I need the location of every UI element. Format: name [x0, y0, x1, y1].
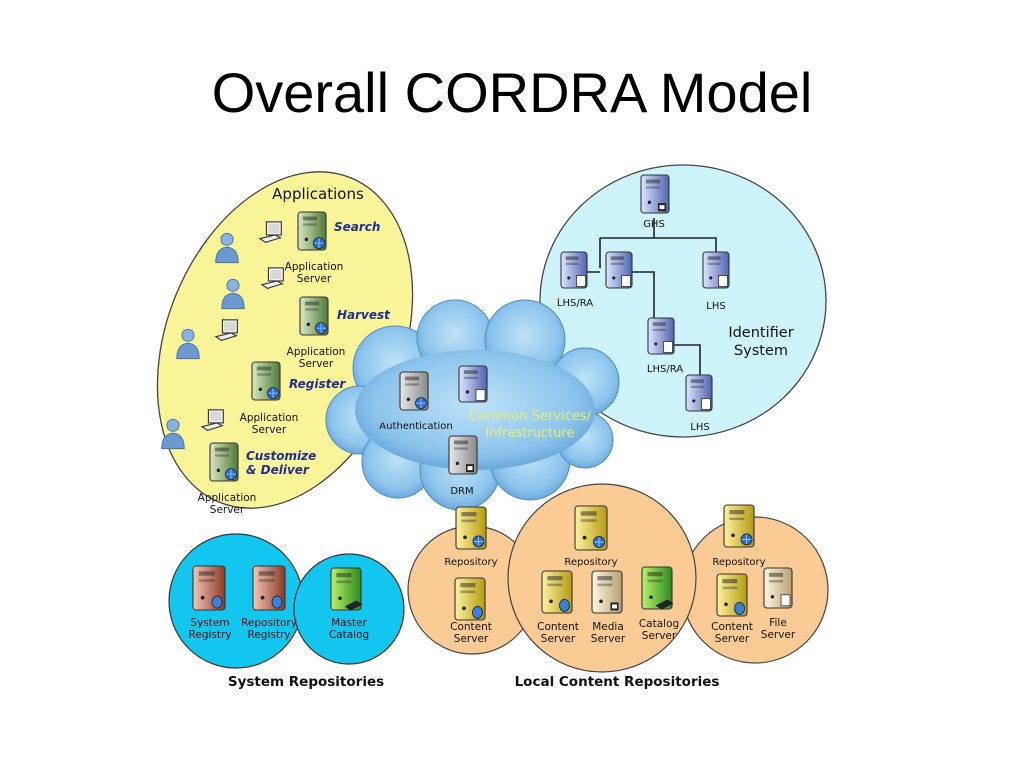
catalog-server-label: Catalog — [639, 618, 679, 630]
lhs-ra-label: LHS/RA — [557, 298, 593, 309]
common-services-cloud — [325, 299, 620, 511]
identifier-system-heading: Identifier — [728, 325, 793, 341]
media-server-label: Server — [591, 633, 626, 645]
ghs-server-icon — [640, 174, 670, 214]
catalog-server-icon — [641, 566, 674, 610]
file-server-label: File — [769, 617, 787, 629]
application-server-icon — [251, 361, 281, 401]
application-server-icon — [297, 211, 327, 251]
application-server-label: Application — [240, 412, 299, 424]
repository-registry-label: Repository — [241, 617, 297, 629]
lhs-server-icon — [702, 251, 730, 289]
drm-label: DRM — [450, 486, 473, 497]
content-server-label: Content — [537, 621, 579, 633]
repository-server-icon — [723, 504, 755, 548]
repository-label: Repository — [564, 557, 617, 568]
repository-registry-label: Registry — [248, 629, 291, 641]
catalog-server-label: Server — [642, 630, 677, 642]
ghs-label: GHS — [643, 219, 665, 230]
media-server-icon — [591, 570, 623, 614]
authentication-label: Authentication — [379, 421, 452, 432]
application-server-label: Server — [210, 504, 245, 516]
applications-heading: Applications — [272, 185, 364, 203]
master-catalog-label: Catalog — [329, 629, 369, 641]
app-action-label-3: & Deliver — [246, 463, 310, 477]
content-server-icon — [454, 577, 486, 621]
application-server-label: Application — [287, 346, 346, 358]
app-action-label-1: Harvest — [337, 308, 391, 322]
application-server-label: Server — [297, 273, 332, 285]
repository-registry-server-icon — [252, 565, 286, 611]
repository-label: Repository — [712, 557, 765, 568]
repository-server-icon — [455, 506, 487, 550]
application-server-label: Server — [299, 358, 334, 370]
content-server-label: Server — [541, 633, 576, 645]
lhs-ra-server-icon — [647, 317, 675, 355]
lhs-label: LHS — [706, 301, 725, 312]
media-server-label: Media — [592, 621, 624, 633]
system-registry-label: System — [190, 617, 229, 629]
system-registry-label: Registry — [189, 629, 232, 641]
app-action-label-0: Search — [334, 220, 380, 234]
master-catalog-label: Master — [331, 617, 368, 629]
local-content-repositories-caption: Local Content Repositories — [515, 674, 720, 690]
repository-server-icon — [574, 505, 608, 551]
identifier-system-heading: System — [734, 343, 788, 359]
application-server-label: Application — [198, 492, 257, 504]
file-server-icon — [763, 567, 793, 609]
app-action-label-2: Register — [289, 377, 347, 391]
common-services-heading: Common Services/ — [469, 409, 592, 424]
lhs-label: LHS — [690, 422, 709, 433]
content-server-icon — [716, 573, 748, 617]
system-repositories-caption: System Repositories — [228, 674, 384, 690]
master-catalog-server-icon — [330, 567, 363, 611]
content-server-label: Content — [450, 621, 492, 633]
file-server-label: Server — [761, 629, 796, 641]
local-repo-right-region — [681, 516, 829, 664]
application-server-icon — [299, 296, 329, 336]
application-server-icon — [209, 442, 239, 482]
lhs-server-icon — [605, 251, 633, 289]
services-server-icon — [458, 365, 488, 403]
authentication-server-icon — [399, 371, 429, 411]
content-server-label: Server — [715, 633, 750, 645]
system-registry-server-icon — [192, 565, 226, 611]
lhs-ra-server-icon — [560, 251, 588, 289]
content-server-label: Content — [711, 621, 753, 633]
repository-label: Repository — [444, 557, 497, 568]
app-action-label-3: Customize — [246, 449, 316, 463]
application-server-label: Server — [252, 424, 287, 436]
common-services-heading: Infrastructure — [486, 426, 575, 441]
slide-title: Overall CORDRA Model — [211, 61, 813, 124]
lhs-server-icon — [685, 374, 713, 412]
application-server-label: Application — [285, 261, 344, 273]
drm-server-icon — [448, 435, 478, 475]
content-server-icon — [541, 570, 573, 614]
content-server-label: Server — [454, 633, 489, 645]
lhs-ra-label: LHS/RA — [647, 364, 683, 375]
